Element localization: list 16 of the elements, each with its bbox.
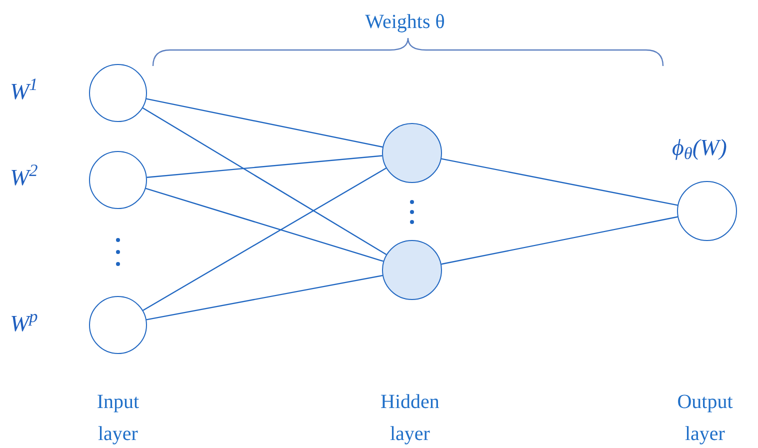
layer-label: Input layer [96, 390, 140, 447]
brace-label: Weights θ [364, 10, 446, 35]
math-label: W$^{p}$ [10, 312, 38, 335]
math-label: W$^{2}$ [10, 166, 38, 189]
connection-line [142, 168, 386, 311]
math-label: ϕ$_{θ}$(W) [672, 136, 727, 159]
connection-line [142, 107, 387, 256]
connection-line [146, 188, 384, 262]
connection-line [146, 155, 382, 178]
connection-line [146, 274, 383, 320]
layer-label: Output layer [676, 390, 734, 447]
layer-label: Hidden layer [380, 390, 440, 447]
connection-line [441, 158, 678, 206]
math-label: W$^{1}$ [10, 80, 38, 103]
connection-line [146, 98, 383, 148]
connection-line [441, 216, 678, 265]
